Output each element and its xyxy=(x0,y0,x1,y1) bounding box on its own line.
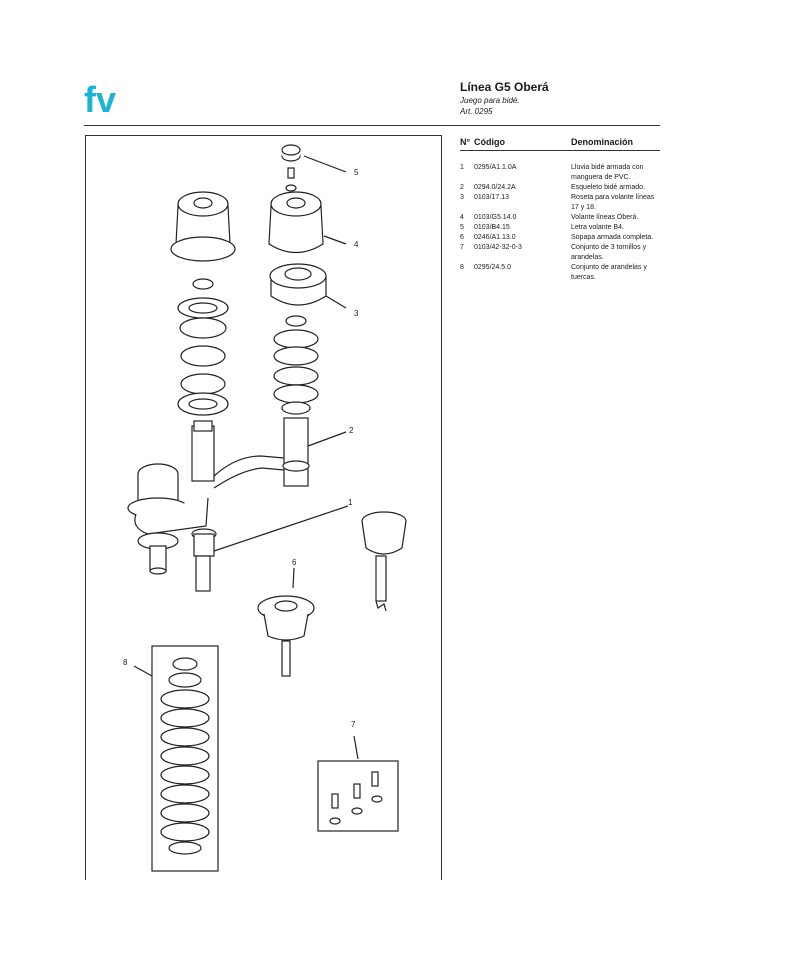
part-number: 5 xyxy=(460,224,464,231)
part-description: Esqueleto bidé armado. xyxy=(571,184,645,191)
table-row: 4 0103/G5.14.0 Volante líneas Oberá. xyxy=(460,213,660,223)
document-header: Línea G5 Oberá Juego para bidé. Art. 029… xyxy=(460,80,549,117)
left-washer-stack-drawing xyxy=(177,278,229,482)
part-number: 2 xyxy=(460,184,464,191)
table-row: 5 0103/B4.15 Letra volante B4. xyxy=(460,223,660,233)
letter-cap-drawing xyxy=(281,144,347,192)
part-number: 6 xyxy=(460,234,464,241)
document-subtitle: Juego para bidé. xyxy=(460,96,520,105)
table-row: 6 0246/A1.13.0 Sopapa armada completa. xyxy=(460,233,660,243)
callout-7: 7 xyxy=(351,720,356,729)
part-code: 0103/B4.15 xyxy=(474,224,510,231)
callout-5: 5 xyxy=(354,168,359,177)
part-code: 0295/24.5.0 xyxy=(474,264,511,271)
callout-6: 6 xyxy=(292,558,297,567)
valve-body-drawing xyxy=(127,455,285,575)
exploded-diagram: 5 4 3 2 1 6 7 8 xyxy=(85,135,442,880)
exploded-diagram-drawing xyxy=(127,144,407,872)
part-description: Lluvia bidé armada con manguera de PVC. xyxy=(571,164,644,181)
col-code-header: Código xyxy=(474,137,571,151)
parts-table: N° Código Denominación 1 0295/A1.1.0A Ll… xyxy=(460,137,660,283)
table-row: 2 0294.0/24.2A Esqueleto bidé armado. xyxy=(460,183,660,193)
part-description: Volante líneas Oberá. xyxy=(571,214,639,221)
table-row: 8 0295/24.5.0 Conjunto de arandelas y tu… xyxy=(460,263,660,283)
callout-1: 1 xyxy=(348,498,353,507)
part-code: 0103/17.13 xyxy=(474,194,510,201)
document-title: Línea G5 Oberá xyxy=(460,80,549,94)
part-description: Conjunto de 3 tornillos y arandelas. xyxy=(571,244,647,261)
part-number: 8 xyxy=(460,264,464,271)
shower-head-drawing xyxy=(191,505,407,612)
col-description-header: Denominación xyxy=(571,137,660,151)
part-description: Conjunto de arandelas y tuercas. xyxy=(571,264,647,281)
handle-right-drawing xyxy=(268,191,347,254)
part-code: 0103/G5.14.0 xyxy=(474,214,517,221)
callout-3: 3 xyxy=(354,309,359,318)
fv-logo: fv xyxy=(84,80,116,120)
rosette-drawing xyxy=(269,263,347,309)
table-row: 3 0103/17.13 Roseta para volante líneas … xyxy=(460,193,660,213)
right-washer-stack-drawing xyxy=(273,315,347,487)
logo-text: fv xyxy=(84,80,116,120)
part-number: 4 xyxy=(460,214,464,221)
table-header-row: N° Código Denominación xyxy=(460,137,660,151)
handle-left-drawing xyxy=(170,191,236,262)
washer-set-drawing xyxy=(133,645,219,872)
part-number: 1 xyxy=(460,164,464,171)
callout-4: 4 xyxy=(354,240,359,249)
part-code: 0246/A1.13.0 xyxy=(474,234,516,241)
part-code: 0294.0/24.2A xyxy=(474,184,516,191)
part-description: Letra volante B4. xyxy=(571,224,624,231)
part-description: Roseta para volante líneas 17 y 18. xyxy=(571,194,655,211)
part-number: 7 xyxy=(460,244,464,251)
part-code: 0295/A1.1.0A xyxy=(474,164,517,171)
header-rule xyxy=(84,125,660,126)
article-number: Art. 0295 xyxy=(460,107,493,116)
screw-set-drawing xyxy=(317,735,399,832)
part-number: 3 xyxy=(460,194,464,201)
callout-2: 2 xyxy=(349,426,354,435)
callout-8: 8 xyxy=(123,658,128,667)
table-row: 7 0103/42-32-0-3 Conjunto de 3 tornillos… xyxy=(460,243,660,263)
table-row: 1 0295/A1.1.0A Lluvia bidé armada con ma… xyxy=(460,151,660,184)
part-description: Sopapa armada completa. xyxy=(571,234,654,241)
drain-stopper-drawing xyxy=(257,567,315,677)
part-code: 0103/42-32-0-3 xyxy=(474,244,522,251)
col-number-header: N° xyxy=(460,137,474,151)
